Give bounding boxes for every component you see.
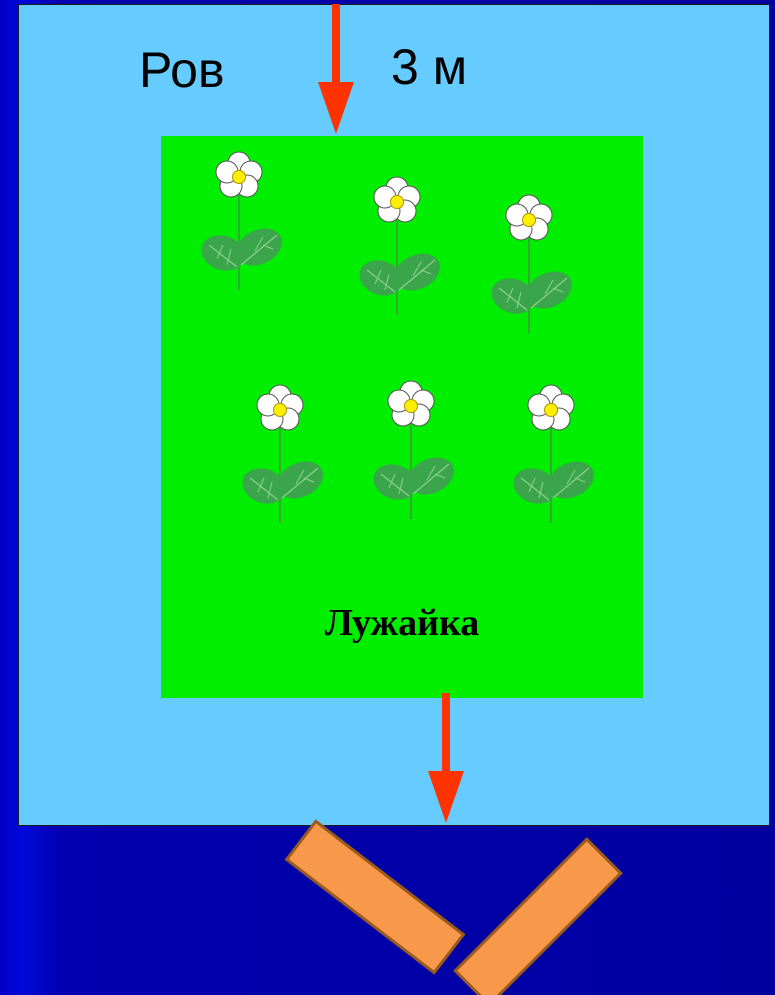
moat-width-label: 3 м — [391, 39, 468, 95]
plank-right — [453, 837, 623, 995]
flower-icon — [367, 380, 461, 520]
width-arrow — [318, 4, 354, 134]
plank-left — [284, 819, 466, 975]
flower-icon — [236, 384, 330, 524]
moat-label: Ров — [139, 42, 225, 98]
lawn-label: Лужайка — [324, 602, 480, 644]
flower-icon — [353, 176, 447, 316]
flower-icon — [507, 384, 601, 524]
flower-icon — [195, 151, 289, 291]
flower-icon — [485, 194, 579, 334]
down-arrow — [428, 693, 464, 823]
